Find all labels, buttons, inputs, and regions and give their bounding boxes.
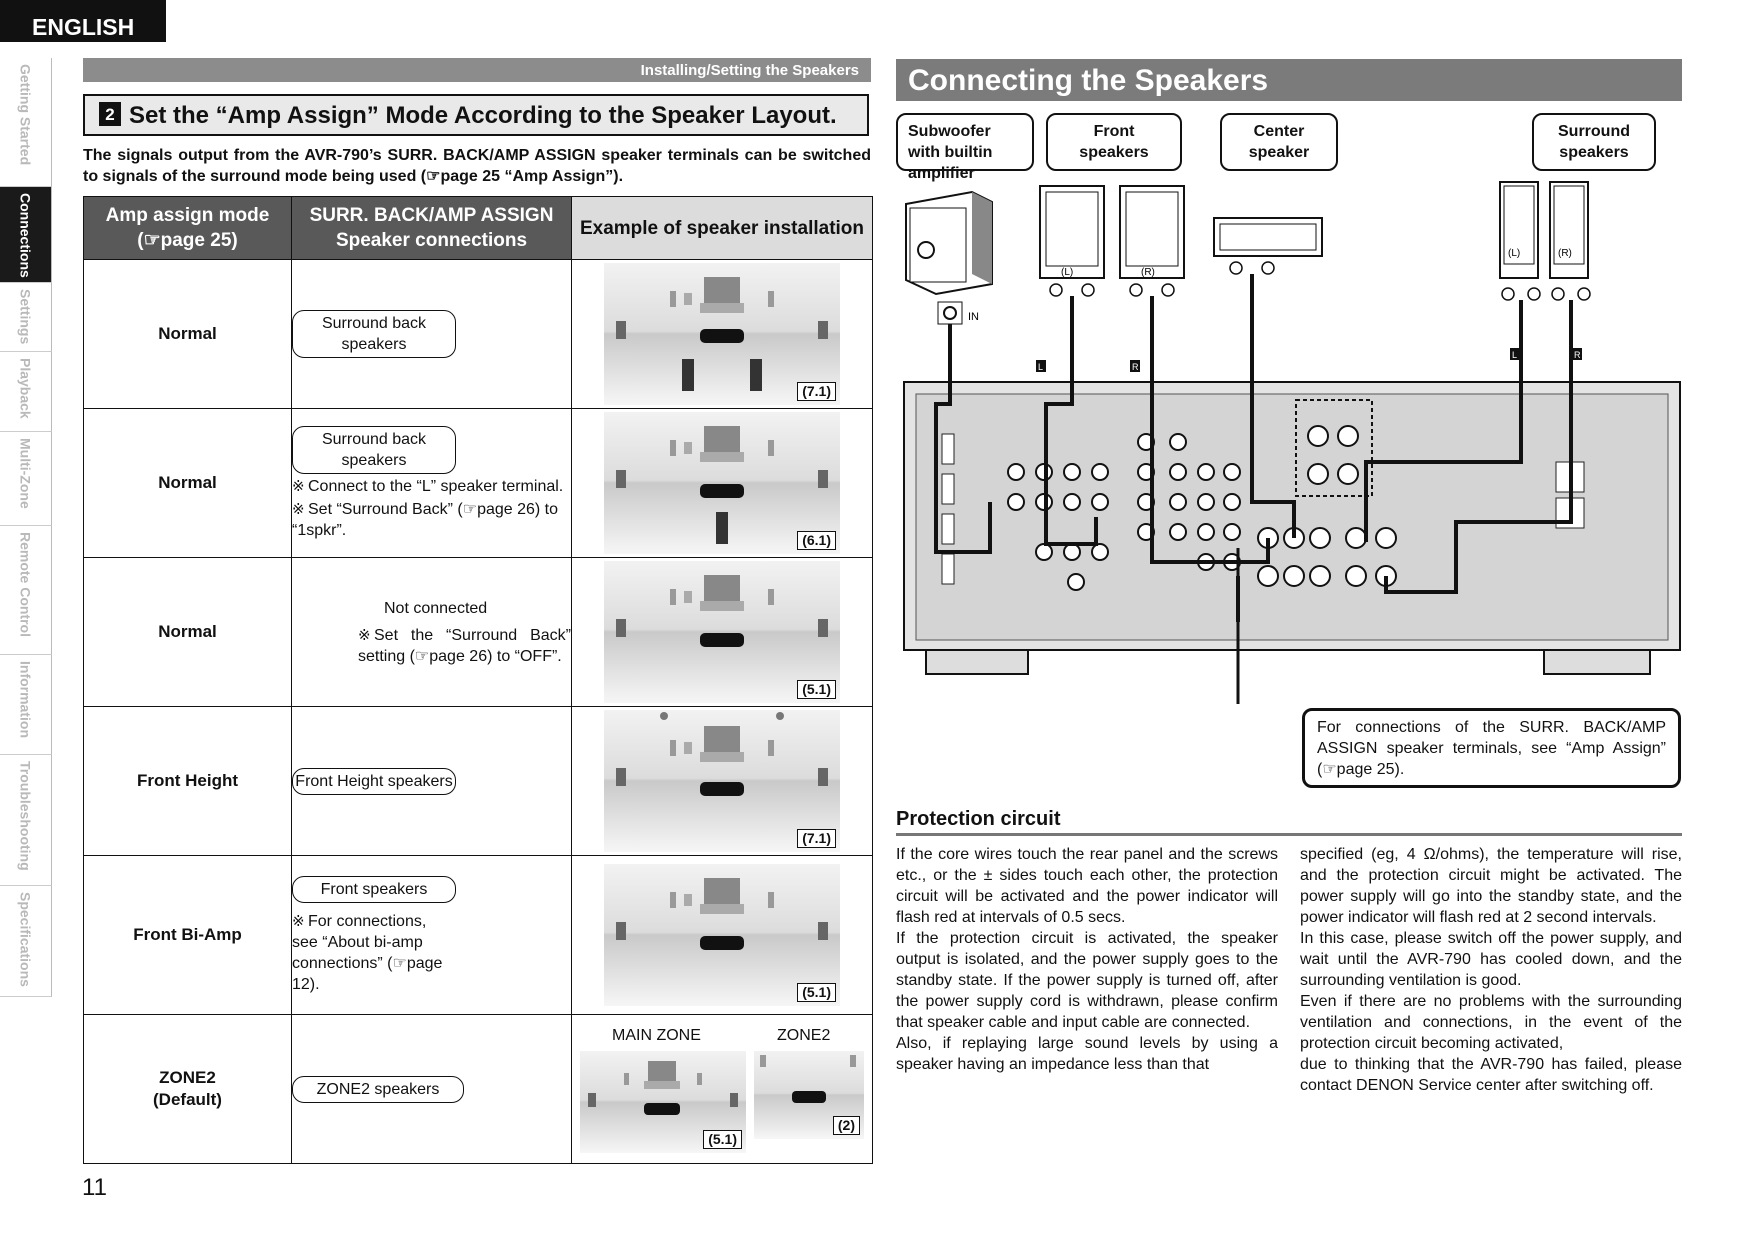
callout-center: Center speaker (1220, 113, 1338, 171)
connection-pill: Surround back speakers (292, 425, 456, 474)
room-illustration: (7.1) (604, 710, 840, 852)
center-speaker-icon (1213, 217, 1323, 257)
zone2-label: ZONE2 (777, 1027, 831, 1044)
channel-badge: (5.1) (797, 680, 836, 699)
subwoofer-icon: IN (905, 190, 993, 325)
speaker-layout-7-1 (616, 277, 828, 391)
amp-assign-table: Amp assign mode(☞page 25) SURR. BACK/AMP… (83, 196, 873, 1164)
tab-connections[interactable]: Connections (0, 187, 52, 283)
protection-text-col1: If the core wires touch the rear panel a… (896, 846, 1278, 1073)
svg-text:IN: IN (968, 311, 979, 323)
speaker-layout-front-height (616, 712, 828, 796)
not-connected-text: Not connected (384, 599, 488, 617)
step-number: 2 (99, 102, 121, 126)
channel-badge: (5.1) (703, 1130, 742, 1149)
svg-text:(R): (R) (1558, 248, 1572, 259)
side-tabs: Getting Started Connections Settings Pla… (0, 58, 52, 997)
channel-badge: (7.1) (797, 829, 836, 848)
main-zone-label: MAIN ZONE (612, 1027, 701, 1044)
surround-left-speaker-icon: (L) (1499, 181, 1539, 279)
intro-text: The signals output from the AVR-790’s SU… (83, 147, 871, 185)
room-illustration: (6.1) (604, 412, 840, 554)
connection-pill: Front Height speakers (292, 767, 456, 795)
speaker-layout-6-1 (616, 426, 828, 544)
wiring-diagram: IN (L) (R) (L) (R) L R L R (903, 181, 1681, 704)
table-row: Normal Surround back speakers ※Connect t… (83, 408, 873, 558)
channel-badge: (5.1) (797, 983, 836, 1002)
mode-cell: Normal (83, 408, 292, 558)
protection-text-col2: specified (eg, 4 Ω/ohms), the temperatur… (1300, 846, 1682, 1094)
table-row: ZONE2(Default) ZONE2 speakers MAIN ZONE … (83, 1014, 873, 1164)
table-row: Front Height Front Height speakers (7.1) (83, 706, 873, 856)
svg-text:L: L (1512, 350, 1517, 360)
svg-text:(L): (L) (1061, 267, 1073, 278)
svg-text:R: R (1132, 362, 1139, 372)
table-row: Front Bi-Amp Front speakers ※For connect… (83, 855, 873, 1015)
svg-text:(L): (L) (1508, 248, 1520, 259)
zone2-illustration: (2) (754, 1051, 864, 1139)
speaker-layout-5-1 (616, 575, 828, 647)
mode-cell: Front Height (83, 706, 292, 856)
tab-playback[interactable]: Playback (0, 352, 52, 432)
channel-badge: (2) (832, 1116, 860, 1135)
mode-cell: Front Bi-Amp (83, 855, 292, 1015)
speaker-layout-bi-amp (616, 878, 828, 950)
callout-subwoofer: Subwoofer with builtin amplifier (896, 113, 1034, 182)
page-number: 11 (82, 1174, 107, 1201)
section-bar: Installing/Setting the Speakers (83, 58, 871, 82)
room-illustration: (5.1) (604, 561, 840, 703)
tab-troubleshooting[interactable]: Troubleshooting (0, 755, 52, 886)
surround-right-speaker-icon: (R) (1549, 181, 1589, 279)
tab-settings[interactable]: Settings (0, 283, 52, 352)
channel-badge: (7.1) (797, 382, 836, 401)
tab-getting-started[interactable]: Getting Started (0, 58, 52, 187)
callout-front: Front speakers (1046, 113, 1182, 171)
mode-cell: Normal (83, 259, 292, 409)
tab-specifications[interactable]: Specifications (0, 886, 52, 997)
svg-text:(R): (R) (1141, 267, 1155, 278)
table-row: Normal Surround back speakers (7.1) (83, 259, 873, 409)
connection-pill: ZONE2 speakers (292, 1075, 464, 1103)
mode-cell: Normal (83, 557, 292, 707)
col-header-example: Example of speaker installation (571, 196, 873, 260)
callout-surround: Surround speakers (1532, 113, 1656, 171)
language-label: ENGLISH (0, 0, 166, 42)
tab-information[interactable]: Information (0, 655, 52, 755)
tab-multi-zone[interactable]: Multi-Zone (0, 432, 52, 526)
connection-pill: Surround back speakers (292, 310, 456, 358)
tab-remote-control[interactable]: Remote Control (0, 526, 52, 655)
receiver-rear-panel (903, 381, 1681, 675)
front-right-speaker-icon: (R) (1119, 185, 1185, 279)
protection-heading: Protection circuit (896, 808, 1682, 836)
room-illustration: (5.1) (604, 864, 840, 1006)
right-title: Connecting the Speakers (896, 59, 1682, 101)
connection-pill: Front speakers (292, 875, 456, 903)
main-zone-illustration: (5.1) (580, 1051, 746, 1153)
channel-badge: (6.1) (797, 531, 836, 550)
table-row: Normal Not connected ※Set the “Surround … (83, 557, 873, 707)
svg-text:L: L (1038, 362, 1043, 372)
amp-assign-infobox: For connections of the SURR. BACK/AMP AS… (1302, 708, 1681, 788)
front-left-speaker-icon: (L) (1039, 185, 1105, 279)
room-illustration: (7.1) (604, 263, 840, 405)
col-header-mode: Amp assign mode(☞page 25) (83, 196, 292, 260)
mode-cell: ZONE2(Default) (83, 1014, 292, 1164)
svg-text:R: R (1574, 350, 1581, 360)
